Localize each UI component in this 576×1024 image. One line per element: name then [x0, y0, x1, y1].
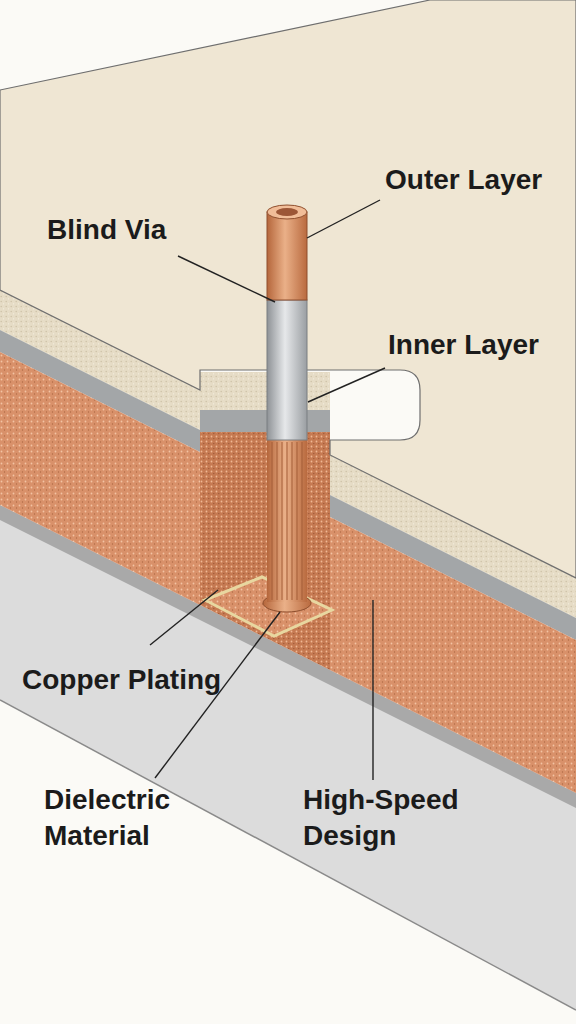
part-label: Outer Layer [385, 162, 570, 198]
part-label: High-Speed Design [303, 782, 483, 854]
copper-face [0, 352, 200, 605]
via-barrel-plated [267, 440, 307, 602]
notch-wall [200, 410, 330, 432]
via-top-copper [267, 212, 307, 300]
via-hole [276, 208, 298, 216]
via-top [267, 205, 307, 219]
notch-copper-wall [200, 432, 330, 670]
via-ribs [272, 442, 302, 600]
notch-wall [200, 372, 330, 410]
part-label: Dielectric Material [44, 782, 194, 854]
part-label: Copper Plating [22, 662, 262, 698]
part-label: Inner Layer [388, 327, 568, 363]
part-label: Blind Via [47, 212, 197, 248]
via-barrel-silver [267, 300, 307, 440]
